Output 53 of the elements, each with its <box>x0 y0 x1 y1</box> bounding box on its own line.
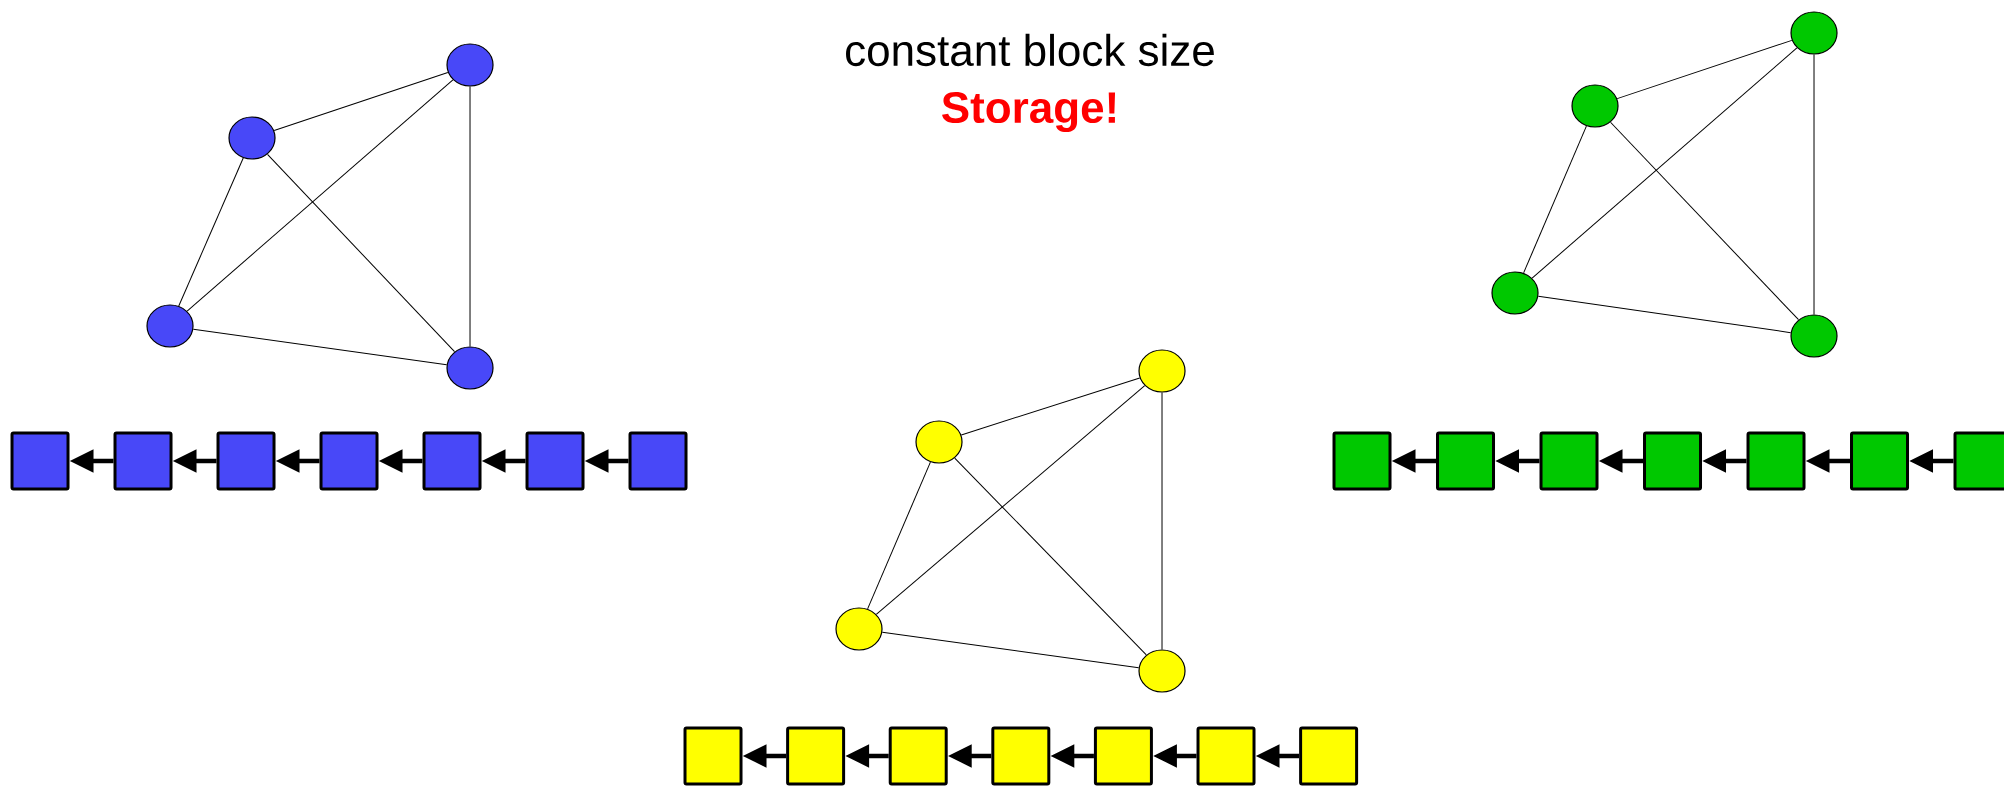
ellipse-node <box>1491 271 1539 315</box>
connector-line <box>875 385 1146 615</box>
square-block <box>1850 431 1909 491</box>
connector-line <box>267 153 456 353</box>
connector-line <box>954 457 1147 656</box>
ellipse-node <box>1790 314 1838 358</box>
connector-line <box>1523 125 1587 274</box>
ellipse-node <box>1571 84 1619 128</box>
connector-line <box>1161 392 1163 650</box>
square-block <box>683 726 743 786</box>
connector-line <box>881 631 1140 669</box>
square-block <box>525 431 585 491</box>
ellipse-node <box>228 116 276 160</box>
square-block <box>1436 431 1495 491</box>
square-block <box>1643 431 1702 491</box>
square-block <box>1746 431 1806 491</box>
square-block <box>628 431 688 491</box>
square-block <box>888 726 948 786</box>
title: constant block size <box>846 33 1214 67</box>
connector-line <box>1616 39 1793 100</box>
ellipse-node <box>1790 11 1838 55</box>
emphasis-text: Storage! <box>942 91 1116 132</box>
square-block <box>1299 726 1359 786</box>
connector-line <box>178 157 244 307</box>
square-block <box>10 431 70 491</box>
connector-line <box>186 79 454 312</box>
square-block <box>216 431 276 491</box>
connector-line <box>867 461 931 610</box>
ellipse-node <box>835 607 883 651</box>
connector-line <box>1813 54 1815 315</box>
square-block <box>1093 726 1153 786</box>
square-block <box>422 431 482 491</box>
connector-line <box>960 377 1141 436</box>
ellipse-node <box>1138 649 1186 693</box>
ellipse-node <box>446 346 494 390</box>
connector-line <box>469 86 471 347</box>
square-block <box>1196 726 1256 786</box>
square-block <box>1539 431 1599 491</box>
ellipse-node <box>1138 349 1186 393</box>
connector-line <box>273 71 449 132</box>
square-block <box>786 726 846 786</box>
connector-line <box>1537 295 1792 334</box>
square-block <box>1332 431 1392 491</box>
square-block <box>991 726 1051 786</box>
square-block <box>1953 431 2004 491</box>
ellipse-node <box>446 43 494 87</box>
square-block <box>319 431 379 491</box>
connector-line <box>1531 47 1798 279</box>
square-block <box>113 431 173 491</box>
ellipse-node <box>915 420 963 464</box>
ellipse-node <box>146 304 194 348</box>
connector-line <box>192 328 448 366</box>
connector-line <box>1610 121 1799 321</box>
